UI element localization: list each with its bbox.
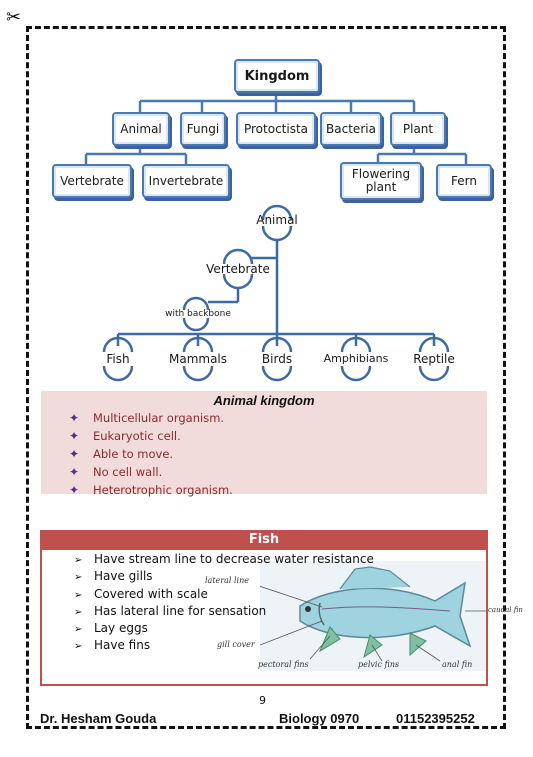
animal-root-label: Animal — [256, 213, 298, 227]
list-item: ✦No cell wall. — [68, 465, 163, 479]
backbone-label: with backbone — [165, 309, 231, 319]
page-frame — [26, 26, 506, 729]
star-bullet-icon: ✦ — [68, 447, 80, 461]
list-item: ✦Multicellular organism. — [68, 411, 225, 425]
arrow-bullet-icon: ➢ — [74, 572, 83, 584]
anal-fin-label: anal fin — [442, 660, 473, 669]
list-item: ➢Have fins — [74, 637, 374, 654]
gill-cover-label: gill cover — [217, 640, 255, 649]
fish-features-list: ➢Have stream line to decrease water resi… — [74, 551, 374, 655]
fish-diagram — [255, 561, 486, 671]
class-reptile-label: Reptile — [413, 352, 455, 366]
arrow-bullet-icon: ➢ — [74, 641, 83, 653]
vertebrate-label: Vertebrate — [206, 262, 270, 276]
list-item: ➢Have stream line to decrease water resi… — [74, 551, 374, 568]
vertebrate-box: Vertebrate — [52, 164, 132, 198]
list-item: ✦Eukaryotic cell. — [68, 429, 181, 443]
star-bullet-icon: ✦ — [68, 411, 80, 425]
fern-box: Fern — [436, 164, 492, 198]
fish-illustration — [255, 566, 486, 662]
list-item: ➢Have gills — [74, 568, 374, 585]
animal-kingdom-list: ✦Multicellular organism. ✦Eukaryotic cel… — [67, 409, 233, 499]
pelvic-fins-label: pelvic fins — [358, 660, 400, 669]
fish-panel — [40, 550, 488, 686]
star-bullet-icon: ✦ — [68, 429, 80, 443]
scissors-icon: ✂ — [6, 7, 22, 28]
class-birds-label: Birds — [261, 352, 293, 366]
footer-author: Dr. Hesham Gouda — [40, 711, 157, 726]
kingdom-fungi-box: Fungi — [180, 112, 226, 146]
star-bullet-icon: ✦ — [68, 465, 80, 479]
animal-kingdom-panel: Animal kingdom ✦Multicellular organism. … — [41, 391, 487, 497]
animal-kingdom-title: Animal kingdom — [213, 393, 315, 408]
arrow-bullet-icon: ➢ — [74, 555, 83, 566]
arrow-bullet-icon: ➢ — [74, 606, 83, 618]
fish-header: Fish — [40, 530, 488, 550]
pectoral-fins-label: pectoral fins — [258, 660, 309, 669]
invertebrate-box: Invertebrate — [142, 164, 230, 198]
list-item: ➢Covered with scale — [74, 586, 374, 603]
kingdom-plant-box: Plant — [390, 112, 446, 146]
kingdom-bacteria-box: Bacteria — [320, 112, 382, 146]
kingdom-protoctista-box: Protoctista — [236, 112, 316, 146]
flowering-plant-box: Flowering plant — [340, 162, 422, 200]
footer-course: Biology 0970 — [279, 711, 360, 726]
class-fish-label: Fish — [106, 352, 130, 366]
class-amphibians-label: Amphibians — [323, 352, 389, 365]
lateral-line-label: lateral line — [205, 576, 249, 585]
arrow-bullet-icon: ➢ — [74, 589, 83, 601]
list-item: ➢Lay eggs — [74, 620, 374, 637]
caudal-fin-label: caudal fin — [488, 606, 523, 614]
list-item: ➢Has lateral line for sensation — [74, 603, 374, 620]
star-bullet-icon: ✦ — [68, 483, 80, 497]
class-mammals-label: Mammals — [168, 352, 228, 366]
page-number: 9 — [259, 694, 266, 707]
kingdom-box: Kingdom — [234, 59, 320, 93]
kingdom-animal-box: Animal — [112, 112, 170, 146]
list-item: ✦Able to move. — [68, 447, 174, 461]
list-item: ✦Heterotrophic organism. — [68, 483, 233, 497]
arrow-bullet-icon: ➢ — [74, 624, 83, 636]
footer-phone: 01152395252 — [396, 711, 475, 726]
